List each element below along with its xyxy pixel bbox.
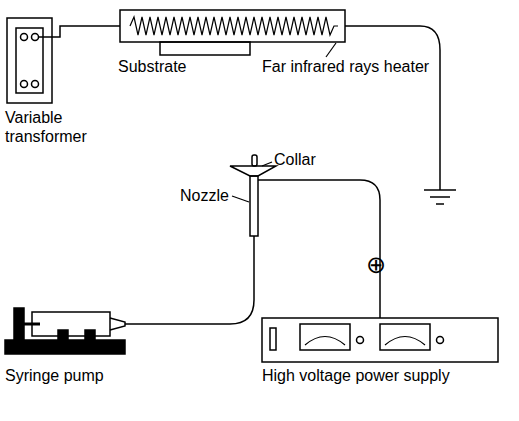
pump-base: [5, 340, 125, 354]
ground-symbol: [436, 203, 444, 205]
polarity-symbol: ⊕: [366, 252, 386, 278]
ammeter: [380, 324, 430, 350]
voltmeter: [300, 324, 350, 350]
substrate-plate: [160, 42, 250, 55]
knob: [437, 337, 444, 344]
plunger: [24, 323, 40, 326]
heater-coil: [130, 17, 338, 35]
terminal: [21, 34, 28, 41]
ground-wire: [345, 26, 440, 190]
part-name: Syringe pump: [5, 366, 104, 385]
power-switch: [270, 328, 276, 350]
part-name: Variable transformer: [5, 108, 100, 146]
part-name: Collar: [274, 150, 316, 169]
high-voltage-wire: [258, 180, 380, 318]
pump-clamp: [85, 330, 95, 340]
part-name: Far infrared rays heater: [262, 57, 429, 76]
part-name: High voltage power supply: [262, 366, 450, 385]
power-supply-housing: [262, 318, 498, 362]
pump-clamp: [14, 308, 24, 340]
meter-scale: [385, 337, 425, 346]
terminal: [32, 34, 39, 41]
heater-body: [120, 10, 345, 42]
nozzle-tube: [250, 176, 258, 236]
nozzle-tip: [252, 155, 257, 166]
part-name: Substrate: [118, 57, 186, 76]
ground-symbol: [430, 196, 450, 198]
collar: [230, 166, 276, 176]
leader-line: [326, 43, 336, 57]
terminal: [32, 81, 39, 88]
part-name: Nozzle: [180, 186, 229, 205]
syringe-barrel: [32, 312, 110, 336]
syringe-tip: [110, 318, 125, 330]
power-wire: [39, 26, 121, 37]
leader-line: [262, 162, 272, 166]
feed-tube: [125, 236, 254, 324]
ground-symbol: [424, 189, 456, 191]
leader-line: [232, 196, 249, 202]
transformer-housing: [7, 18, 52, 103]
meter-scale: [305, 337, 345, 346]
knob: [357, 337, 364, 344]
pump-clamp: [58, 330, 68, 340]
terminal: [21, 81, 28, 88]
